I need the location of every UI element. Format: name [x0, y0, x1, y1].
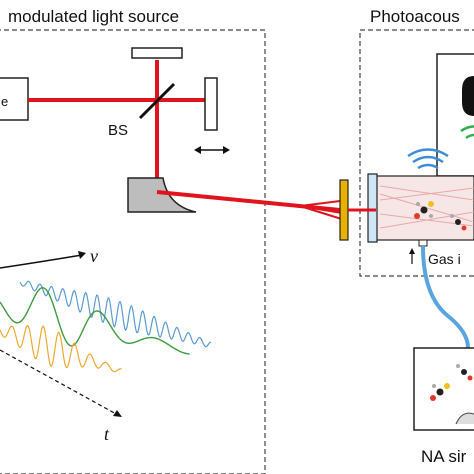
green-interferogram: [0, 286, 190, 355]
source-box-label: e: [1, 94, 8, 109]
t-axis: [0, 349, 119, 416]
inlet-arrow-head: [409, 248, 415, 254]
t-axis-head: [113, 410, 122, 417]
t-axis-label: t: [104, 424, 110, 444]
gas-tube: [421, 245, 470, 349]
movement-arrow-right-head: [223, 146, 230, 154]
input-window-blue: [367, 173, 378, 243]
light-source-panel: [0, 29, 266, 474]
nu-axis: [0, 254, 83, 269]
molecule-icon: [450, 214, 467, 231]
microphone-icon: [462, 76, 474, 116]
top-mirror: [131, 47, 183, 59]
light-source-title: modulated light source: [8, 7, 179, 26]
nu-axis-label: ν: [90, 246, 98, 266]
simulator-label: NA sir: [421, 447, 467, 466]
green-sound-waves-icon: [460, 125, 474, 139]
molecule-icon: [456, 364, 473, 381]
nu-axis-head: [78, 251, 86, 259]
gas-inlet: [418, 239, 428, 247]
blue-sound-waves-icon: [407, 148, 449, 170]
molecule-icon: [414, 201, 434, 219]
blue-interferogram: [19, 280, 212, 348]
parabolic-mirror: [127, 177, 197, 213]
orange-interferogram: [0, 325, 122, 373]
movement-arrow-left-head: [194, 146, 201, 154]
beam-splitter-label: BS: [108, 122, 128, 139]
input-window-yellow: [339, 179, 349, 241]
beam-splitter: [138, 82, 176, 120]
photoacoustic-title: Photoacous: [370, 7, 460, 26]
gas-inlet-label: Gas i: [428, 251, 461, 267]
movable-mirror: [204, 77, 218, 131]
detector-housing: [436, 53, 474, 177]
sample-flask-icon: [455, 412, 474, 425]
molecule-icon: [430, 383, 450, 401]
